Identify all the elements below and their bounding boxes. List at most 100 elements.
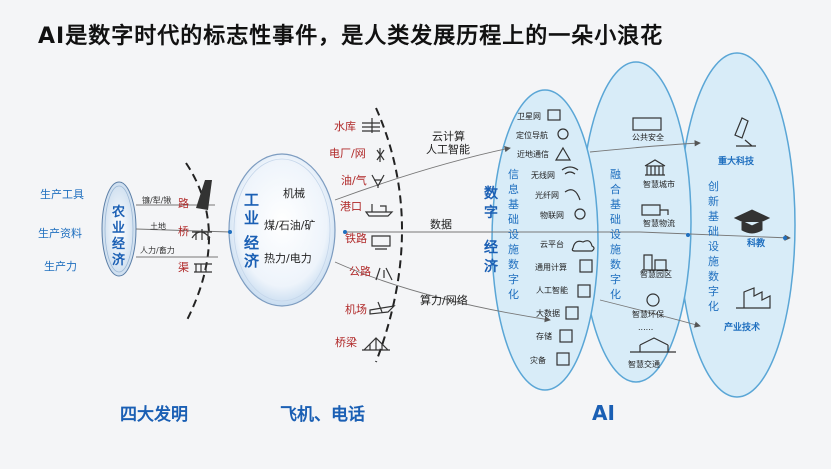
agri-small-mid: 土地 bbox=[150, 221, 166, 231]
microscope-icon bbox=[734, 117, 756, 147]
agri-small-bot: 人力/畜力 bbox=[140, 245, 175, 255]
industry-item-airport: 机场 bbox=[345, 302, 367, 316]
agri-small-top: 镰/犁/锹 bbox=[142, 195, 171, 205]
svg-text:经: 经 bbox=[484, 239, 498, 256]
connector-compute: 算力/网络 bbox=[420, 293, 468, 307]
innovation-ellipse bbox=[678, 52, 796, 398]
oil-gas-icon bbox=[371, 174, 385, 188]
bottom-label-plane-phone: 飞机、电话 bbox=[280, 404, 365, 425]
fusion-item-smart-park: 智慧园区 bbox=[640, 269, 672, 279]
svg-text:合: 合 bbox=[610, 182, 621, 196]
svg-text:融: 融 bbox=[610, 168, 621, 181]
digital-item-satellite: 卫星网 bbox=[517, 112, 541, 121]
bigdata-icon bbox=[565, 306, 579, 320]
road-icon bbox=[196, 180, 212, 210]
innovation-item-industry-tech: 产业技术 bbox=[724, 321, 760, 333]
bridge-icon bbox=[191, 229, 212, 240]
smart-logistics-icon bbox=[641, 204, 669, 216]
connector-ai: 人工智能 bbox=[426, 142, 470, 156]
agri-label-2: 经 bbox=[112, 236, 125, 252]
industry-item-oil-gas: 油/气 bbox=[341, 173, 367, 187]
agri-item-bridge: 桥 bbox=[178, 225, 189, 238]
navigation-icon bbox=[557, 128, 569, 140]
svg-text:数: 数 bbox=[610, 258, 621, 271]
svg-text:基: 基 bbox=[708, 210, 719, 223]
svg-text:信: 信 bbox=[508, 168, 519, 181]
ai-chip-icon bbox=[577, 284, 591, 298]
digital-item-general-compute: 通用计算 bbox=[535, 262, 567, 272]
svg-text:施: 施 bbox=[610, 243, 621, 256]
svg-text:创: 创 bbox=[708, 180, 719, 193]
svg-text:础: 础 bbox=[708, 225, 719, 238]
fiber-icon bbox=[564, 189, 581, 201]
agri-label-3: 济 bbox=[112, 252, 126, 268]
digital-item-wireless: 无线网 bbox=[531, 170, 555, 180]
svg-text:施: 施 bbox=[708, 255, 719, 268]
smart-city-icon bbox=[644, 159, 666, 176]
bridge-steel-icon bbox=[362, 337, 390, 351]
svg-text:字: 字 bbox=[508, 272, 519, 286]
fusion-item-smart-logistics: 智慧物流 bbox=[643, 218, 675, 228]
svg-text:础: 础 bbox=[508, 213, 519, 226]
digital-item-dr: 灾备 bbox=[530, 355, 546, 365]
disaster-recovery-icon bbox=[556, 352, 570, 366]
highway-icon bbox=[375, 267, 393, 281]
innovation-item-major-tech: 重大科技 bbox=[718, 155, 755, 167]
svg-text:础: 础 bbox=[610, 213, 621, 226]
svg-text:基: 基 bbox=[508, 198, 519, 211]
industry-item-bridge: 桥梁 bbox=[335, 335, 357, 349]
svg-text:设: 设 bbox=[508, 228, 519, 241]
svg-text:数: 数 bbox=[484, 185, 499, 202]
page-title: AI是数字时代的标志性事件，是人类发展历程上的一朵小浪花 bbox=[38, 24, 664, 49]
svg-text:化: 化 bbox=[610, 287, 621, 301]
digital-item-storage: 存储 bbox=[536, 331, 552, 341]
satellite-icon bbox=[547, 109, 561, 121]
digital-item-fiber: 光纤网 bbox=[535, 190, 559, 200]
digital-item-iot: 物联网 bbox=[540, 210, 564, 220]
digital-item-navigation: 定位导航 bbox=[516, 130, 548, 140]
bottom-label-ai: AI bbox=[592, 401, 615, 425]
airport-icon bbox=[369, 301, 396, 315]
fusion-col-title: 融 合 基 础 设 施 数 字 化 bbox=[610, 168, 621, 301]
svg-text:设: 设 bbox=[610, 228, 621, 241]
wireless-icon bbox=[561, 166, 579, 175]
svg-text:施: 施 bbox=[508, 243, 519, 256]
innovation-item-education: 科教 bbox=[747, 237, 766, 249]
industry-label-2: 经 bbox=[244, 234, 259, 252]
digital-item-near-earth: 近地通信 bbox=[517, 149, 549, 159]
bottom-label-inventions: 四大发明 bbox=[120, 404, 188, 425]
industry-label-0: 工 bbox=[244, 191, 259, 209]
fusion-item-smart-env: 智慧环保 bbox=[632, 309, 664, 319]
industry-item-highway: 公路 bbox=[349, 265, 371, 278]
svg-text:数: 数 bbox=[708, 270, 719, 283]
connector-cloud: 云计算 bbox=[432, 129, 465, 143]
svg-text:数: 数 bbox=[508, 258, 519, 271]
left-label-materials: 生产资料 bbox=[38, 226, 82, 240]
fusion-item-smart-city: 智慧城市 bbox=[643, 179, 675, 189]
industry-ellipse bbox=[228, 153, 336, 307]
reservoir-icon bbox=[362, 118, 380, 133]
agri-item-canal: 渠 bbox=[178, 261, 189, 274]
digital-col-title: 信 息 基 础 设 施 数 字 化 bbox=[508, 168, 519, 301]
industry-item-power-plant: 电厂/网 bbox=[329, 147, 366, 160]
industry-inner-power: 热力/电力 bbox=[264, 252, 312, 265]
svg-text:字: 字 bbox=[484, 204, 498, 221]
port-icon bbox=[364, 204, 394, 217]
left-label-productivity: 生产力 bbox=[44, 259, 77, 273]
industry-inner-coal: 煤/石油/矿 bbox=[264, 218, 315, 232]
digital-label: 数 字 经 济 bbox=[484, 185, 499, 275]
smart-env-icon bbox=[646, 293, 660, 307]
svg-text:设: 设 bbox=[708, 240, 719, 253]
smart-park-icon bbox=[642, 254, 668, 271]
industry-dashed-arc bbox=[375, 107, 403, 363]
power-plant-icon bbox=[376, 148, 385, 162]
compute-icon bbox=[579, 259, 593, 273]
left-label-tools: 生产工具 bbox=[40, 187, 84, 201]
industry-item-reservoir: 水库 bbox=[334, 120, 356, 133]
svg-text:化: 化 bbox=[708, 299, 719, 313]
industry-item-railway: 铁路 bbox=[345, 232, 367, 245]
digital-item-ai: 人工智能 bbox=[536, 285, 568, 295]
svg-text:字: 字 bbox=[610, 272, 621, 286]
digital-item-bigdata: 大数据 bbox=[536, 308, 560, 318]
